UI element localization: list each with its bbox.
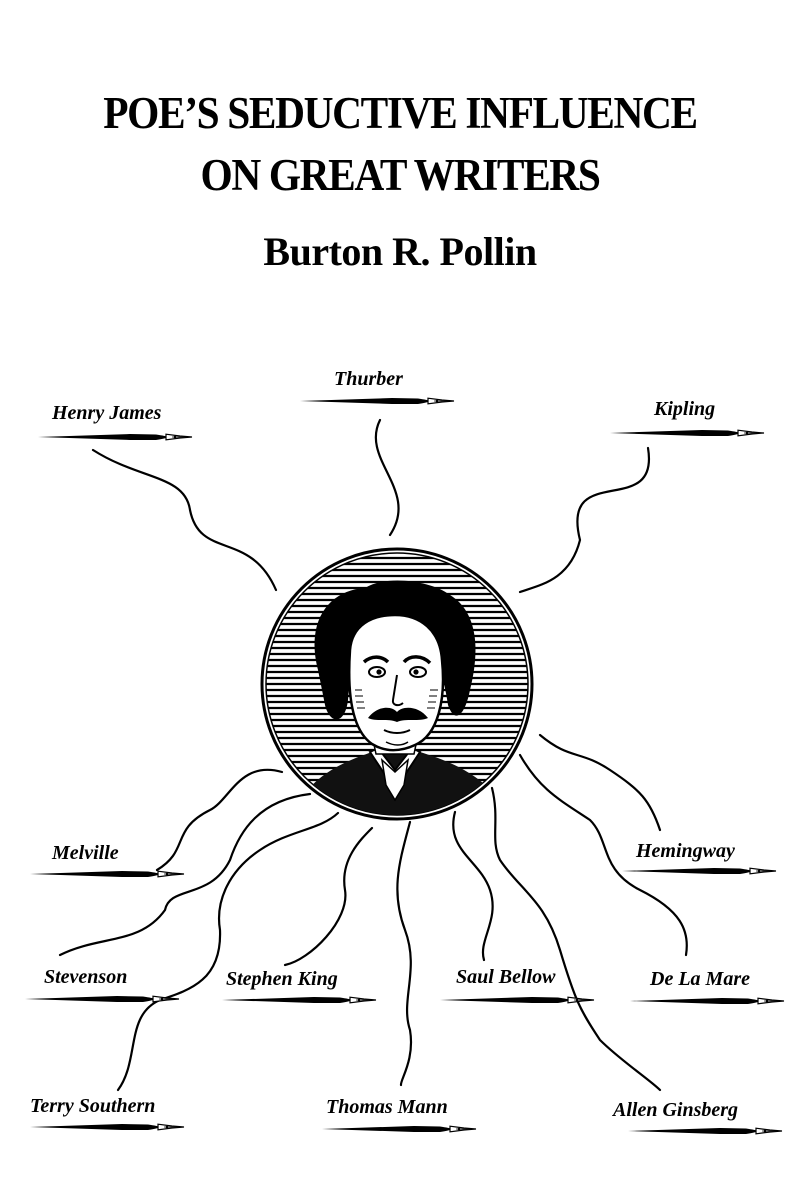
fountain-pen-icon — [24, 995, 180, 1003]
poe-portrait — [260, 547, 534, 821]
writer-kipling: Kipling — [654, 398, 716, 420]
title-line-2: ON GREAT WRITERS — [200, 150, 601, 200]
fountain-pen-icon — [299, 397, 455, 405]
fountain-pen-icon — [621, 867, 777, 875]
writer-allen-ginsberg: Allen Ginsberg — [613, 1099, 739, 1121]
fountain-pen-icon — [609, 429, 765, 437]
writer-henry-james: Henry James — [52, 402, 162, 424]
writer-de-la-mare: De La Mare — [650, 968, 750, 990]
author-name: Burton R. Pollin — [263, 229, 537, 274]
writer-saul-bellow: Saul Bellow — [456, 966, 556, 988]
fountain-pen-icon — [29, 1123, 185, 1131]
writer-hemingway: Hemingway — [636, 840, 735, 862]
fountain-pen-icon — [629, 997, 785, 1005]
fountain-pen-icon — [627, 1127, 783, 1135]
writer-stephen-king: Stephen King — [226, 968, 338, 990]
writer-stevenson: Stevenson — [44, 966, 128, 988]
fountain-pen-icon — [221, 996, 377, 1004]
writer-thurber: Thurber — [334, 368, 403, 390]
book-title: POE’S SEDUCTIVE INFLUENCE ON GREAT WRITE… — [32, 82, 768, 206]
writer-thomas-mann: Thomas Mann — [326, 1096, 448, 1118]
fountain-pen-icon — [29, 870, 185, 878]
title-line-1: POE’S SEDUCTIVE INFLUENCE — [103, 88, 698, 138]
fountain-pen-icon — [37, 433, 193, 441]
fountain-pen-icon — [439, 996, 595, 1004]
connector-lines — [58, 418, 688, 1092]
fountain-pen-icon — [321, 1125, 477, 1133]
writer-terry-southern: Terry Southern — [30, 1095, 156, 1117]
writer-melville: Melville — [52, 842, 119, 864]
